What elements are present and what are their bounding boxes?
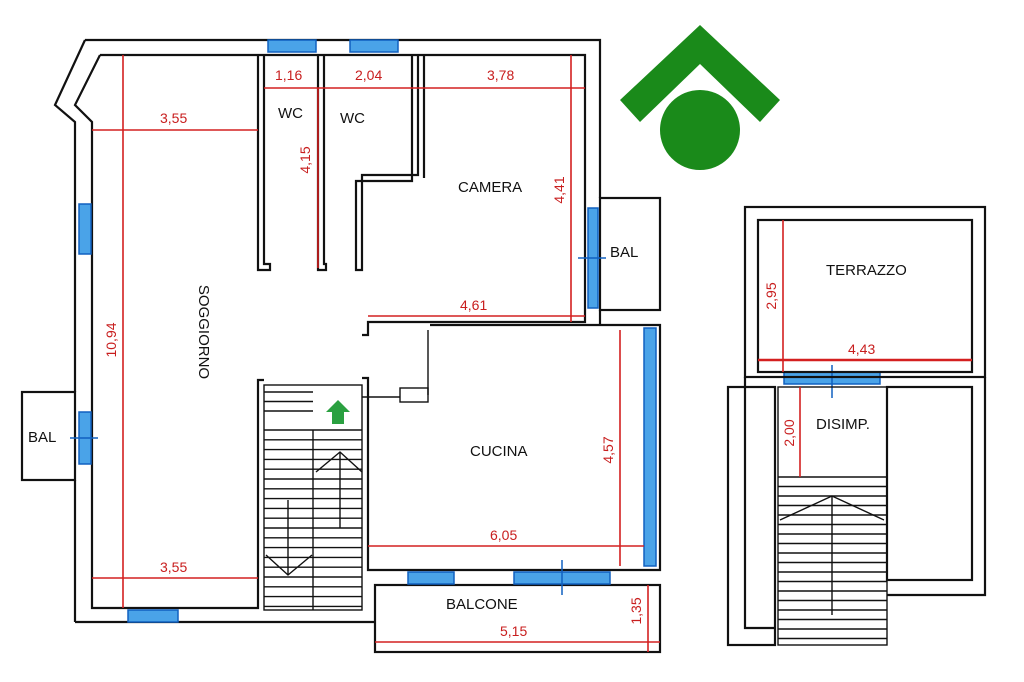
room-label-wc-2: WC [340,110,365,127]
agency-logo [620,25,780,170]
room-label-balcone: BALCONE [446,596,518,613]
room-label-disimp: DISIMP. [816,416,870,433]
bal-right-outline [598,196,662,312]
dim-soggiorno-top: 3,55 [160,110,187,126]
dim-disimp-depth: 2,00 [781,419,797,446]
room-label-camera: CAMERA [458,179,522,196]
dim-terrazzo-depth: 2,95 [763,282,779,309]
dim-wc-depth: 4,15 [297,146,313,173]
dim-soggiorno-length: 10,94 [103,322,119,357]
balcone-outline [373,583,662,654]
entrance-arrow-icon [326,400,350,424]
upper-staircase [778,476,887,640]
windows [70,39,881,623]
dim-cucina-depth: 4,57 [600,436,616,463]
dim-wc2-width: 2,04 [355,67,382,83]
main-walls [53,38,662,624]
room-label-bal-left: BAL [28,429,56,446]
dim-camera-bottom: 4,61 [460,297,487,313]
room-label-wc-1: WC [278,105,303,122]
dim-terrazzo-width: 4,43 [848,341,875,357]
dimension-lines [92,55,972,652]
dim-cucina-width: 6,05 [490,527,517,543]
dim-camera-depth: 4,41 [551,176,567,203]
dim-wc1-width: 1,16 [275,67,302,83]
room-label-terrazzo: TERRAZZO [826,262,907,279]
room-label-soggiorno: SOGGIORNO [195,285,212,379]
dim-camera-width: 3,78 [487,67,514,83]
dim-balcone-width: 5,15 [500,623,527,639]
dim-balcone-depth: 1,35 [628,597,644,624]
room-label-bal-right: BAL [610,244,638,261]
room-label-cucina: CUCINA [470,443,528,460]
main-staircase [263,384,363,611]
bal-left-outline [20,390,77,482]
dim-soggiorno-bottom: 3,55 [160,559,187,575]
